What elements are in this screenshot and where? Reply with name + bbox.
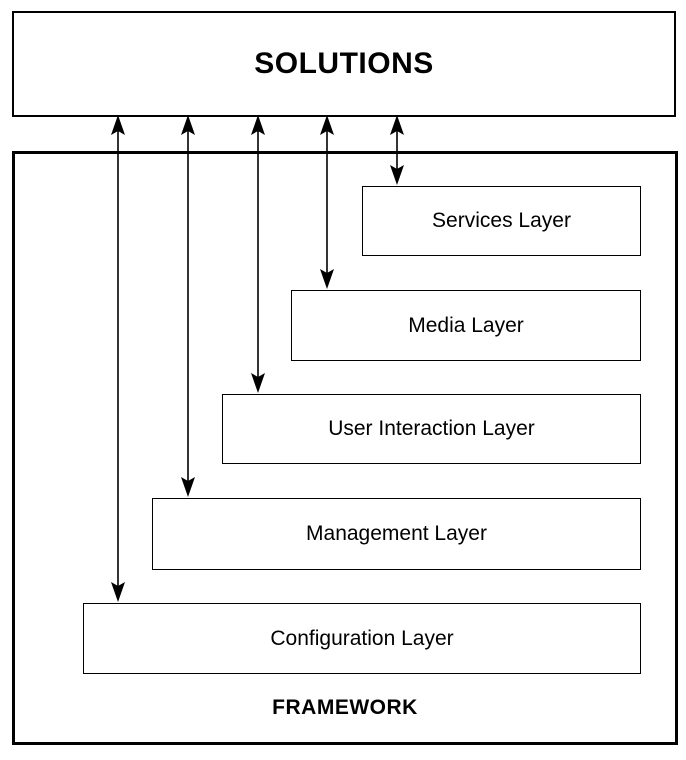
solutions-label: SOLUTIONS bbox=[254, 47, 434, 80]
solutions-box: SOLUTIONS bbox=[12, 11, 676, 117]
framework-label: FRAMEWORK bbox=[272, 696, 418, 719]
layer-box-configuration: Configuration Layer bbox=[83, 603, 641, 674]
layer-label: Configuration Layer bbox=[270, 626, 454, 650]
layer-box-media: Media Layer bbox=[291, 290, 641, 361]
layer-box-services: Services Layer bbox=[362, 186, 641, 256]
layer-label: User Interaction Layer bbox=[328, 417, 535, 440]
framework-box bbox=[12, 151, 678, 745]
layer-label: Management Layer bbox=[306, 522, 487, 545]
layer-box-user-interaction: User Interaction Layer bbox=[222, 394, 641, 464]
layer-box-management: Management Layer bbox=[152, 498, 641, 570]
layer-label: Media Layer bbox=[408, 313, 524, 337]
layer-label: Services Layer bbox=[432, 209, 571, 232]
